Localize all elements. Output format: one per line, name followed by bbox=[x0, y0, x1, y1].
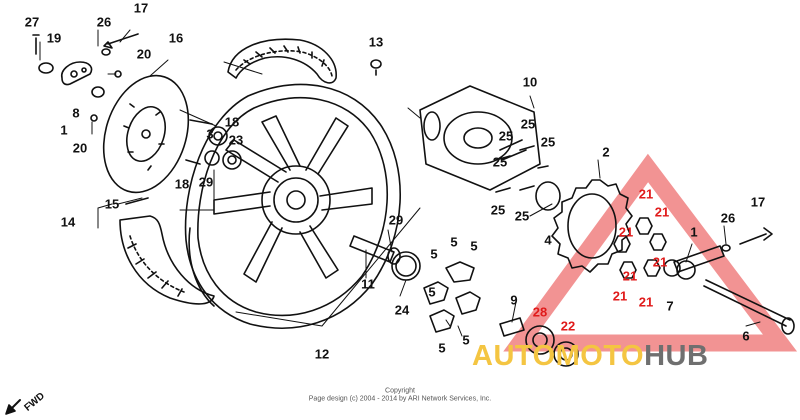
hub-bearings bbox=[125, 119, 242, 205]
callout-2[interactable]: 2 bbox=[602, 144, 610, 160]
rear-axle bbox=[703, 279, 795, 335]
callout-17-right[interactable]: 17 bbox=[750, 194, 766, 210]
callout-21-a[interactable]: 21 bbox=[638, 186, 654, 202]
brake-disc bbox=[102, 74, 190, 194]
callout-3[interactable]: 3 bbox=[206, 126, 214, 142]
rear-wheel-rim bbox=[184, 83, 401, 329]
callout-14[interactable]: 14 bbox=[60, 214, 76, 230]
tire-upper-section bbox=[227, 38, 337, 84]
callout-5-a[interactable]: 5 bbox=[430, 246, 438, 262]
tire-lower-section bbox=[119, 215, 215, 305]
rear-sprocket bbox=[535, 179, 633, 273]
callout-24[interactable]: 24 bbox=[394, 302, 410, 318]
callout-5-c[interactable]: 5 bbox=[470, 238, 478, 254]
callout-21-g[interactable]: 21 bbox=[638, 294, 654, 310]
callout-27[interactable]: 27 bbox=[24, 14, 40, 30]
callout-22[interactable]: 22 bbox=[560, 318, 576, 334]
copyright-line2: Page design (c) 2004 - 2014 by ARI Netwo… bbox=[308, 395, 492, 403]
callout-25-b[interactable]: 25 bbox=[498, 128, 514, 144]
callout-13[interactable]: 13 bbox=[368, 34, 384, 50]
callout-12[interactable]: 12 bbox=[314, 346, 330, 362]
callout-4[interactable]: 4 bbox=[544, 232, 552, 248]
callout-29[interactable]: 29 bbox=[198, 174, 214, 190]
callout-18-lower[interactable]: 18 bbox=[174, 176, 190, 192]
flange-studs bbox=[495, 145, 549, 193]
callout-20-lower[interactable]: 20 bbox=[72, 140, 88, 156]
callout-20[interactable]: 20 bbox=[136, 46, 152, 62]
driven-flange bbox=[419, 85, 541, 191]
sprocket-nuts bbox=[613, 217, 667, 279]
callout-25-a[interactable]: 25 bbox=[520, 116, 536, 132]
callout-23[interactable]: 23 bbox=[228, 132, 244, 148]
callout-1[interactable]: 1 bbox=[60, 122, 68, 138]
callout-1-right[interactable]: 1 bbox=[690, 224, 698, 240]
watermark-logo: AUTOMOTOHUB bbox=[472, 340, 708, 373]
callout-26-right[interactable]: 26 bbox=[720, 210, 736, 226]
watermark-part2: HUB bbox=[644, 340, 709, 372]
callout-17[interactable]: 17 bbox=[133, 0, 149, 16]
hardware-top-left bbox=[32, 33, 382, 122]
copyright-line1: Copyright bbox=[385, 387, 415, 395]
chain-adjuster bbox=[663, 227, 773, 280]
callout-25-e[interactable]: 25 bbox=[490, 202, 506, 218]
wheel-hub bbox=[261, 165, 331, 235]
callout-7[interactable]: 7 bbox=[666, 298, 674, 314]
callout-21-f[interactable]: 21 bbox=[612, 288, 628, 304]
callout-18[interactable]: 18 bbox=[224, 114, 240, 130]
callout-8[interactable]: 8 bbox=[72, 105, 80, 121]
callout-25-c[interactable]: 25 bbox=[540, 134, 556, 150]
callout-5-e[interactable]: 5 bbox=[438, 340, 446, 356]
callout-5-b[interactable]: 5 bbox=[450, 234, 458, 250]
leader-lines bbox=[39, 29, 761, 337]
callout-28[interactable]: 28 bbox=[532, 304, 548, 320]
callout-21-c[interactable]: 21 bbox=[618, 224, 634, 240]
callout-6[interactable]: 6 bbox=[742, 328, 750, 344]
hub-dampers bbox=[423, 261, 481, 333]
callout-21-b[interactable]: 21 bbox=[654, 204, 670, 220]
axle-collar-and-seal bbox=[349, 235, 421, 281]
callout-26[interactable]: 26 bbox=[96, 14, 112, 30]
callout-29-right[interactable]: 29 bbox=[388, 212, 404, 228]
fwd-arrow-icon bbox=[5, 399, 21, 415]
hub-bearing-set bbox=[499, 317, 579, 367]
callout-21-d[interactable]: 21 bbox=[652, 254, 668, 270]
callout-25-f[interactable]: 25 bbox=[514, 208, 530, 224]
callout-10[interactable]: 10 bbox=[522, 74, 538, 90]
callout-21-e[interactable]: 21 bbox=[622, 268, 638, 284]
callout-5-d[interactable]: 5 bbox=[428, 284, 436, 300]
callout-11[interactable]: 11 bbox=[361, 276, 375, 292]
callout-9[interactable]: 9 bbox=[510, 292, 518, 308]
callout-25-d[interactable]: 25 bbox=[492, 154, 508, 170]
callout-16[interactable]: 16 bbox=[168, 30, 184, 46]
callout-5-f[interactable]: 5 bbox=[462, 332, 470, 348]
watermark-part1: AUTOMOTO bbox=[472, 340, 645, 372]
callout-19[interactable]: 19 bbox=[46, 30, 62, 46]
callout-15[interactable]: 15 bbox=[104, 196, 120, 212]
